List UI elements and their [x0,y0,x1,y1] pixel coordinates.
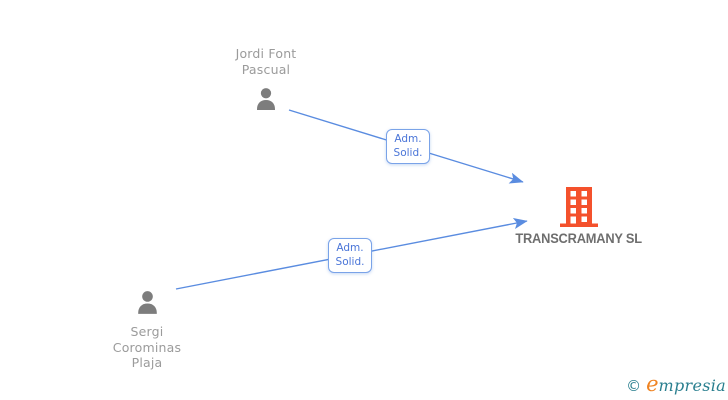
relation-label-jordi: Adm. Solid. [386,129,430,164]
building-icon [560,187,598,227]
person-name-line: Corominas [112,339,182,355]
person-node-jordi[interactable]: Jordi Font Pascual [204,46,328,114]
relation-label-line: Adm. [394,133,422,145]
person-name-line: Plaja [131,355,163,370]
person-icon [252,85,280,114]
person-icon [133,288,162,318]
person-name-line: Pascual [241,61,291,77]
brand-initial: e [646,372,659,396]
person-name: Jordi Font Pascual [236,46,297,77]
person-name-line: Sergi [130,324,164,339]
person-node-sergi[interactable]: Sergi Corominas Plaja [85,288,209,371]
relation-label-line: Solid. [335,255,365,268]
company-name: TRANSCRAMANY SL [515,231,643,246]
relation-label-sergi: Adm. Solid. [328,238,372,273]
brand-rest: mpresia [658,376,726,395]
empresia-logo: empresia [646,374,726,395]
company-node-transcramany[interactable]: TRANSCRAMANY SL [499,187,659,246]
relation-label-line: Adm. [336,242,364,254]
empresia-watermark: © empresia [626,374,726,396]
relation-label-line: Solid. [393,146,423,159]
person-name-line: Jordi Font [235,46,297,61]
person-name: Sergi Corominas Plaja [113,324,181,371]
copyright-icon: © [626,377,642,395]
